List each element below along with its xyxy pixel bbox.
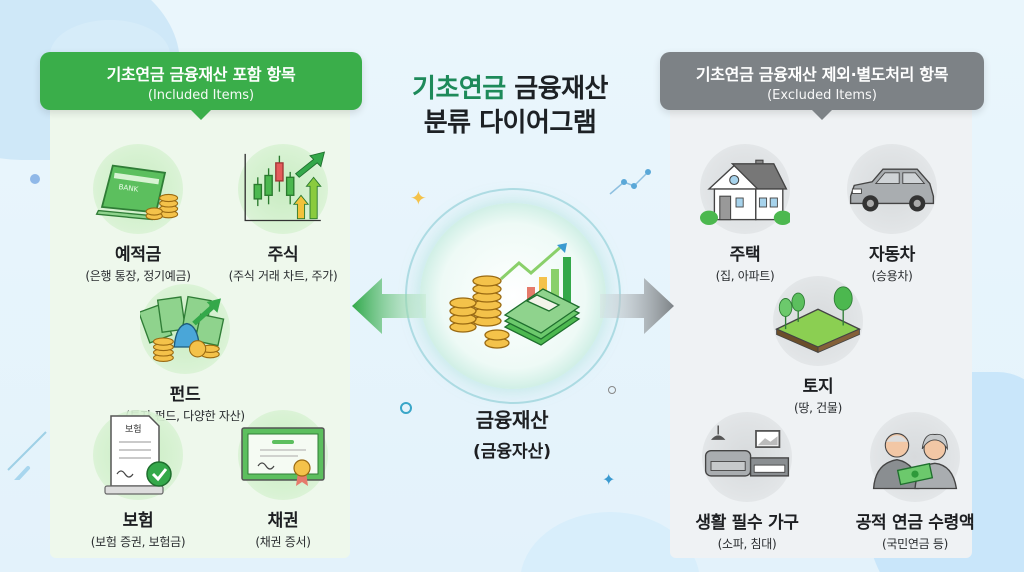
item-sub: (주식 거래 차트, 주가)	[228, 269, 338, 283]
item-label: 주택	[729, 245, 761, 265]
included-item-insurance: 보험 보험 (보험 증권, 보험금)	[63, 410, 213, 550]
arrow-right-icon	[600, 278, 674, 334]
excluded-item-house: 주택 (집, 아파트)	[670, 144, 820, 284]
decorative-dot	[30, 174, 40, 184]
item-sub: (보험 증권, 보험금)	[90, 535, 186, 549]
item-sub: (소파, 침대)	[717, 537, 777, 551]
title-line2: 분류 다이어그램	[423, 108, 597, 138]
included-item-stocks: 주식 (주식 거래 차트, 주가)	[208, 144, 358, 284]
bankbook-coins-icon: BANK	[93, 144, 183, 234]
excluded-item-public-pension: 공적 연금 수령액 (국민연금 등)	[830, 412, 1000, 552]
included-item-deposits: BANK 예적금 (은행 통장, 정기예금)	[63, 144, 213, 284]
item-label: 펀드	[169, 385, 201, 405]
center-label: 금융재산 (금융자산)	[412, 404, 612, 462]
decorative-circle	[608, 386, 616, 394]
svg-text:보험: 보험	[125, 424, 142, 435]
item-label: 예적금	[114, 245, 162, 265]
money-growth-icon	[420, 203, 606, 389]
item-label: 채권	[267, 511, 299, 531]
included-header-subtitle: (Included Items)	[147, 88, 255, 103]
item-sub: (땅, 건물)	[793, 401, 842, 415]
stock-chart-icon	[238, 144, 328, 234]
decorative-lines	[7, 431, 47, 480]
center-title: 금융재산	[475, 408, 549, 432]
excluded-header-subtitle: (Excluded Items)	[767, 88, 877, 103]
item-sub: (승용차)	[871, 269, 913, 283]
included-item-funds: 펀드 (투자 펀드, 다양한 자산)	[110, 284, 260, 424]
svg-text:BANK: BANK	[118, 182, 139, 194]
item-label: 공적 연금 수령액	[855, 513, 975, 533]
center-subtitle: (금융자산)	[472, 442, 552, 462]
decorative-circle	[400, 402, 412, 414]
item-sub: (국민연금 등)	[882, 537, 948, 551]
sparkle-icon: ✦	[602, 470, 616, 489]
item-label: 생활 필수 가구	[695, 513, 799, 533]
included-item-bonds: 채권 (채권 증서)	[208, 410, 358, 550]
included-header: 기초연금 금융재산 포함 항목 (Included Items)	[40, 52, 362, 120]
item-sub: (은행 통장, 정기예금)	[85, 269, 191, 283]
car-icon	[847, 144, 937, 234]
item-label: 주식	[267, 245, 299, 265]
item-sub: (채권 증서)	[255, 535, 311, 549]
excluded-item-land: 토지 (땅, 건물)	[743, 276, 893, 416]
item-sub: (집, 아파트)	[715, 269, 775, 283]
decorative-network	[609, 169, 651, 195]
arrow-left-icon	[352, 278, 426, 334]
excluded-header-title: 기초연금 금융재산 제외·별도처리 항목	[695, 65, 949, 84]
excluded-item-car: 자동차 (승용차)	[817, 144, 967, 284]
house-icon	[700, 144, 790, 234]
bond-certificate-icon	[238, 410, 328, 500]
sparkle-icon: ✦	[410, 186, 427, 210]
title-accent: 기초연금	[412, 74, 506, 104]
included-header-title: 기초연금 금융재산 포함 항목	[106, 65, 296, 84]
insurance-document-icon: 보험	[93, 410, 183, 500]
pension-couple-icon	[870, 412, 960, 502]
land-icon	[773, 276, 863, 366]
item-label: 토지	[802, 377, 834, 397]
title-line1: 금융재산	[514, 74, 608, 104]
excluded-item-furniture: 생활 필수 가구 (소파, 침대)	[672, 412, 822, 552]
fund-money-icon	[140, 284, 230, 374]
item-label: 자동차	[868, 245, 916, 265]
page-title: 기초연금 금융재산 분류 다이어그램	[370, 72, 650, 140]
furniture-icon	[702, 412, 792, 502]
excluded-header: 기초연금 금융재산 제외·별도처리 항목 (Excluded Items)	[660, 52, 984, 120]
item-label: 보험	[122, 511, 154, 531]
